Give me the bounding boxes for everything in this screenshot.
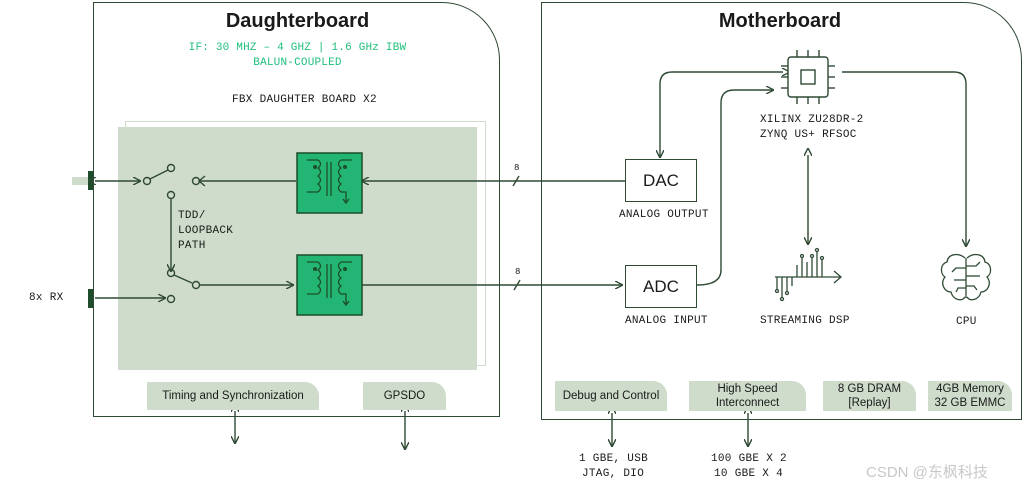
dsp-caption: STREAMING DSP (760, 315, 850, 327)
debug-control-tab: Debug and Control (555, 381, 667, 411)
cpu-caption: CPU (956, 316, 977, 328)
tdd-label-3: PATH (178, 240, 206, 252)
dram-tab: 8 GB DRAM [Replay] (823, 381, 916, 411)
debug-io-line2: JTAG, DIO (582, 468, 645, 480)
hs-tab-line2: Interconnect (715, 397, 780, 409)
dram-tab-line2: [Replay] (848, 397, 891, 409)
dram-tab-line1: 8 GB DRAM (837, 383, 902, 395)
dsp-waveform-icon (774, 247, 842, 302)
hs-tab-line1: High Speed (717, 383, 778, 395)
rx-bus-width: 8 (515, 267, 521, 277)
bus-slash-icon (512, 175, 520, 187)
dac-caption: ANALOG OUTPUT (619, 209, 709, 221)
debug-io-line1: 1 GBE, USB (579, 453, 649, 465)
tdd-label-1: TDD/ (178, 210, 206, 222)
motherboard-title: Motherboard (718, 10, 842, 32)
brain-cpu-icon (940, 253, 992, 301)
timing-sync-tab: Timing and Synchronization (147, 382, 319, 410)
watermark: CSDN @东枫科技 (866, 464, 988, 481)
daughterboard-title: Daughterboard (225, 10, 370, 32)
if-spec-line: IF: 30 MHZ – 4 GHZ | 1.6 GHz IBW (188, 42, 407, 54)
rx-port-label: 8x RX (29, 292, 64, 304)
fbx-label: FBX DAUGHTER BOARD X2 (232, 94, 377, 106)
switch-icon (142, 176, 152, 186)
mem-tab-line1: 4GB Memory (936, 383, 1004, 395)
tx-port-stub (72, 177, 88, 185)
mem-tab-line2: 32 GB EMMC (934, 397, 1006, 409)
fpga-label-2: ZYNQ US+ RFSOC (760, 129, 857, 141)
balun-transformer-icon (296, 152, 363, 214)
tx-bus-width: 8 (514, 163, 520, 173)
tx-port-connector (88, 171, 93, 190)
tdd-label-2: LOOPBACK (178, 225, 234, 237)
coupling-spec-line: BALUN-COUPLED (253, 57, 342, 69)
hs-io-line1: 100 GBE X 2 (711, 453, 787, 465)
dac-block: DAC (625, 159, 697, 202)
adc-caption: ANALOG INPUT (625, 315, 708, 327)
chip-icon (781, 50, 835, 104)
rx-port-connector (88, 289, 93, 308)
hs-io-line2: 10 GBE X 4 (714, 468, 784, 480)
adc-block: ADC (625, 265, 697, 308)
memory-tab: 4GB Memory 32 GB EMMC (928, 381, 1012, 411)
fpga-label-1: XILINX ZU28DR-2 (760, 114, 864, 126)
high-speed-interconnect-tab: High Speed Interconnect (689, 381, 806, 411)
balun-transformer-icon (296, 254, 363, 316)
gpsdo-tab: GPSDO (363, 382, 446, 410)
